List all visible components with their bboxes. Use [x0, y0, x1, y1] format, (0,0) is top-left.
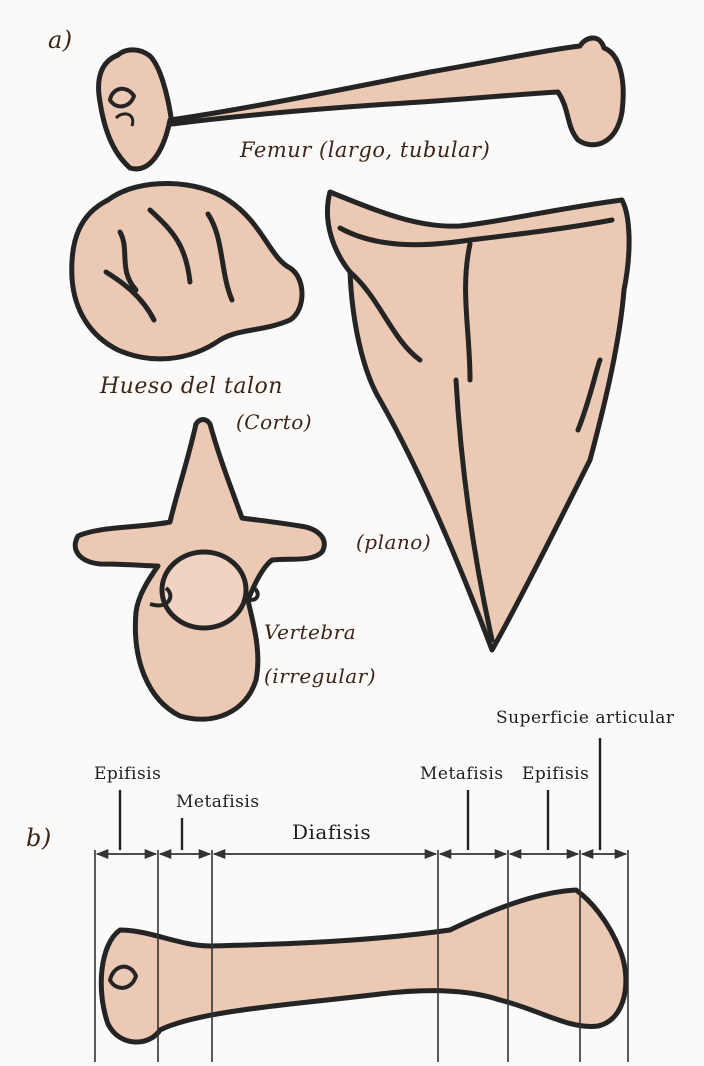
epiphysis-right-label: Epifisis [522, 764, 589, 784]
heel-bone-label: Hueso del talon [100, 374, 283, 399]
femur-label: Femur (largo, tubular) [240, 138, 490, 162]
metaphysis-right-label: Metafisis [420, 764, 504, 784]
diaphysis-label: Diafisis [292, 820, 371, 844]
section-a-marker: a) [48, 26, 73, 54]
heel-bone-type-label: (Corto) [236, 410, 312, 434]
long-bone-drawing [101, 890, 626, 1042]
section-b-marker: b) [26, 824, 52, 852]
articular-surface-label: Superficie articular [496, 708, 675, 728]
scapula-type-label: (plano) [356, 530, 431, 554]
vertebra-label: Vertebra [264, 620, 356, 644]
vertebra-type-label: (irregular) [264, 664, 376, 688]
epiphysis-left-label: Epifisis [94, 764, 161, 784]
metaphysis-left-label: Metafisis [176, 792, 260, 812]
